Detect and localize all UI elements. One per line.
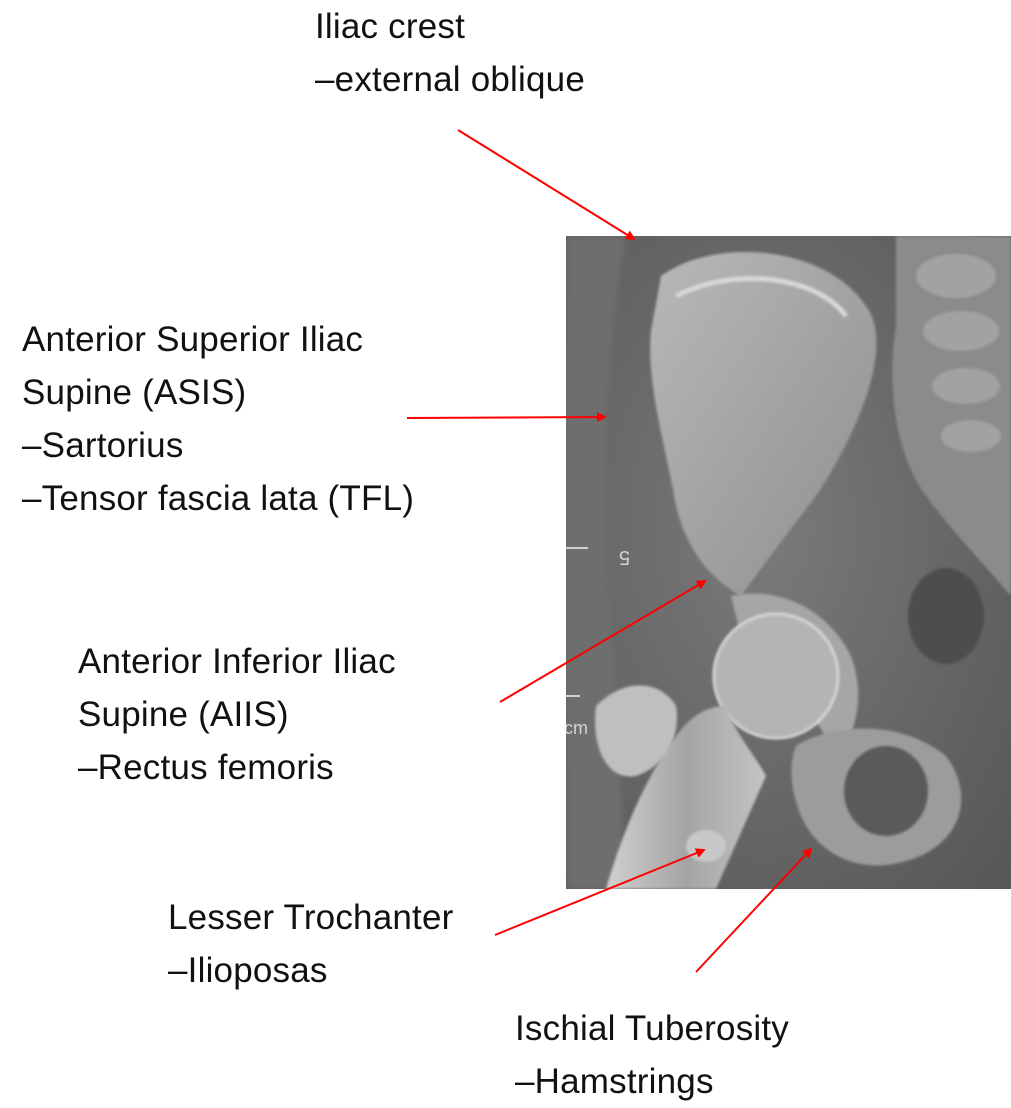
label-lesser-trochanter-muscle: –Ilioposas <box>168 944 454 997</box>
ruler-unit: cm <box>566 718 588 738</box>
label-asis-title: Anterior Superior Iliac <box>22 313 414 366</box>
label-iliac-crest: Iliac crest –external oblique <box>315 0 585 106</box>
pelvis-xray-image: 5 cm <box>566 236 1011 889</box>
label-asis-abbr: Supine (ASIS) <box>22 366 414 419</box>
label-aiis-abbr: Supine (AIIS) <box>78 688 396 741</box>
lesser-trochanter <box>686 830 726 862</box>
label-asis-muscle-2: –Tensor fascia lata (TFL) <box>22 472 414 525</box>
label-lesser-trochanter-title: Lesser Trochanter <box>168 891 454 944</box>
label-aiis-title: Anterior Inferior Iliac <box>78 635 396 688</box>
label-aiis-muscle: –Rectus femoris <box>78 741 396 794</box>
label-lesser-trochanter: Lesser Trochanter –Ilioposas <box>168 891 454 997</box>
obturator-foramen <box>844 746 928 836</box>
label-ischial-tuberosity-muscle: –Hamstrings <box>515 1055 789 1108</box>
arrow-iliac-crest <box>458 130 634 239</box>
label-aiis: Anterior Inferior Iliac Supine (AIIS) –R… <box>78 635 396 794</box>
label-ischial-tuberosity-title: Ischial Tuberosity <box>515 1002 789 1055</box>
label-iliac-crest-title: Iliac crest <box>315 0 585 53</box>
label-ischial-tuberosity: Ischial Tuberosity –Hamstrings <box>515 1002 789 1108</box>
label-asis: Anterior Superior Iliac Supine (ASIS) –S… <box>22 313 414 525</box>
sacral-foramen <box>908 568 984 664</box>
label-asis-muscle-1: –Sartorius <box>22 419 414 472</box>
label-iliac-crest-muscle: –external oblique <box>315 53 585 106</box>
ruler-number: 5 <box>619 546 630 568</box>
